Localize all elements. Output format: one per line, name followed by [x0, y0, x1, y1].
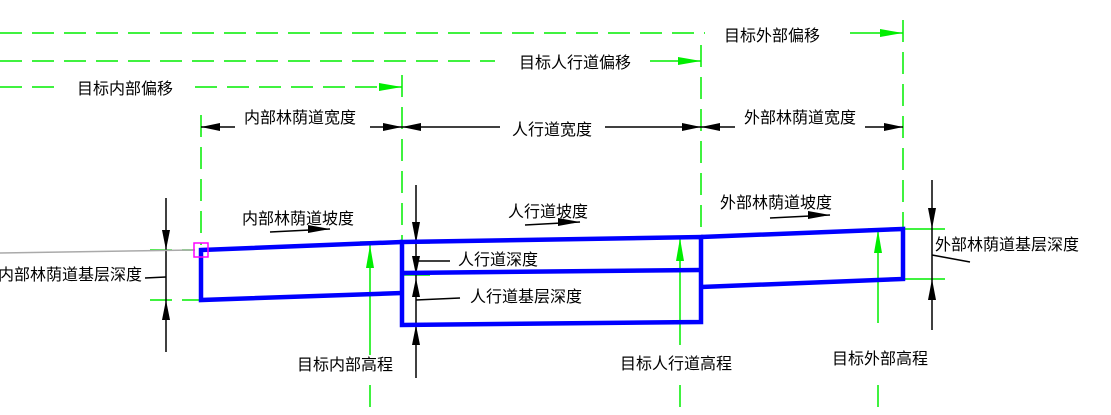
label-outside-boulevard-subbase-depth: 外部林荫道基层深度 — [935, 235, 1079, 254]
sidewalk-depth-line — [401, 267, 702, 276]
label-target-inside-offset: 目标内部偏移 — [77, 79, 173, 98]
label-target-outside-elevation: 目标外部高程 — [832, 349, 928, 368]
label-outside-boulevard-width: 外部林荫道宽度 — [744, 108, 856, 127]
label-target-sidewalk-elevation: 目标人行道高程 — [620, 354, 732, 373]
label-target-inside-elevation: 目标内部高程 — [297, 355, 393, 374]
section-geometry — [198, 226, 906, 328]
width-dimensions — [201, 123, 903, 131]
label-sidewalk-width: 人行道宽度 — [512, 120, 592, 139]
slope-arrows — [269, 211, 831, 233]
label-target-outside-offset: 目标外部偏移 — [724, 26, 820, 45]
insertion-point-marker[interactable] — [193, 242, 209, 258]
label-outside-boulevard-slope: 外部林荫道坡度 — [720, 193, 832, 212]
existing-ground-line — [0, 249, 196, 254]
label-sidewalk-depth: 人行道深度 — [458, 250, 538, 269]
label-sidewalk-slope: 人行道坡度 — [508, 202, 588, 221]
inside-boulevard — [198, 239, 403, 303]
depth-dimensions — [144, 180, 971, 378]
label-sidewalk-subbase-depth: 人行道基层深度 — [470, 287, 582, 306]
guide-lines — [0, 20, 945, 415]
sidewalk — [399, 234, 704, 328]
label-target-sidewalk-offset: 目标人行道偏移 — [519, 53, 631, 72]
label-inside-boulevard-slope: 内部林荫道坡度 — [242, 209, 354, 228]
outside-boulevard — [700, 226, 906, 290]
label-inside-boulevard-width: 内部林荫道宽度 — [244, 108, 356, 127]
label-inside-boulevard-subbase-depth: 内部林荫道基层深度 — [0, 265, 142, 284]
